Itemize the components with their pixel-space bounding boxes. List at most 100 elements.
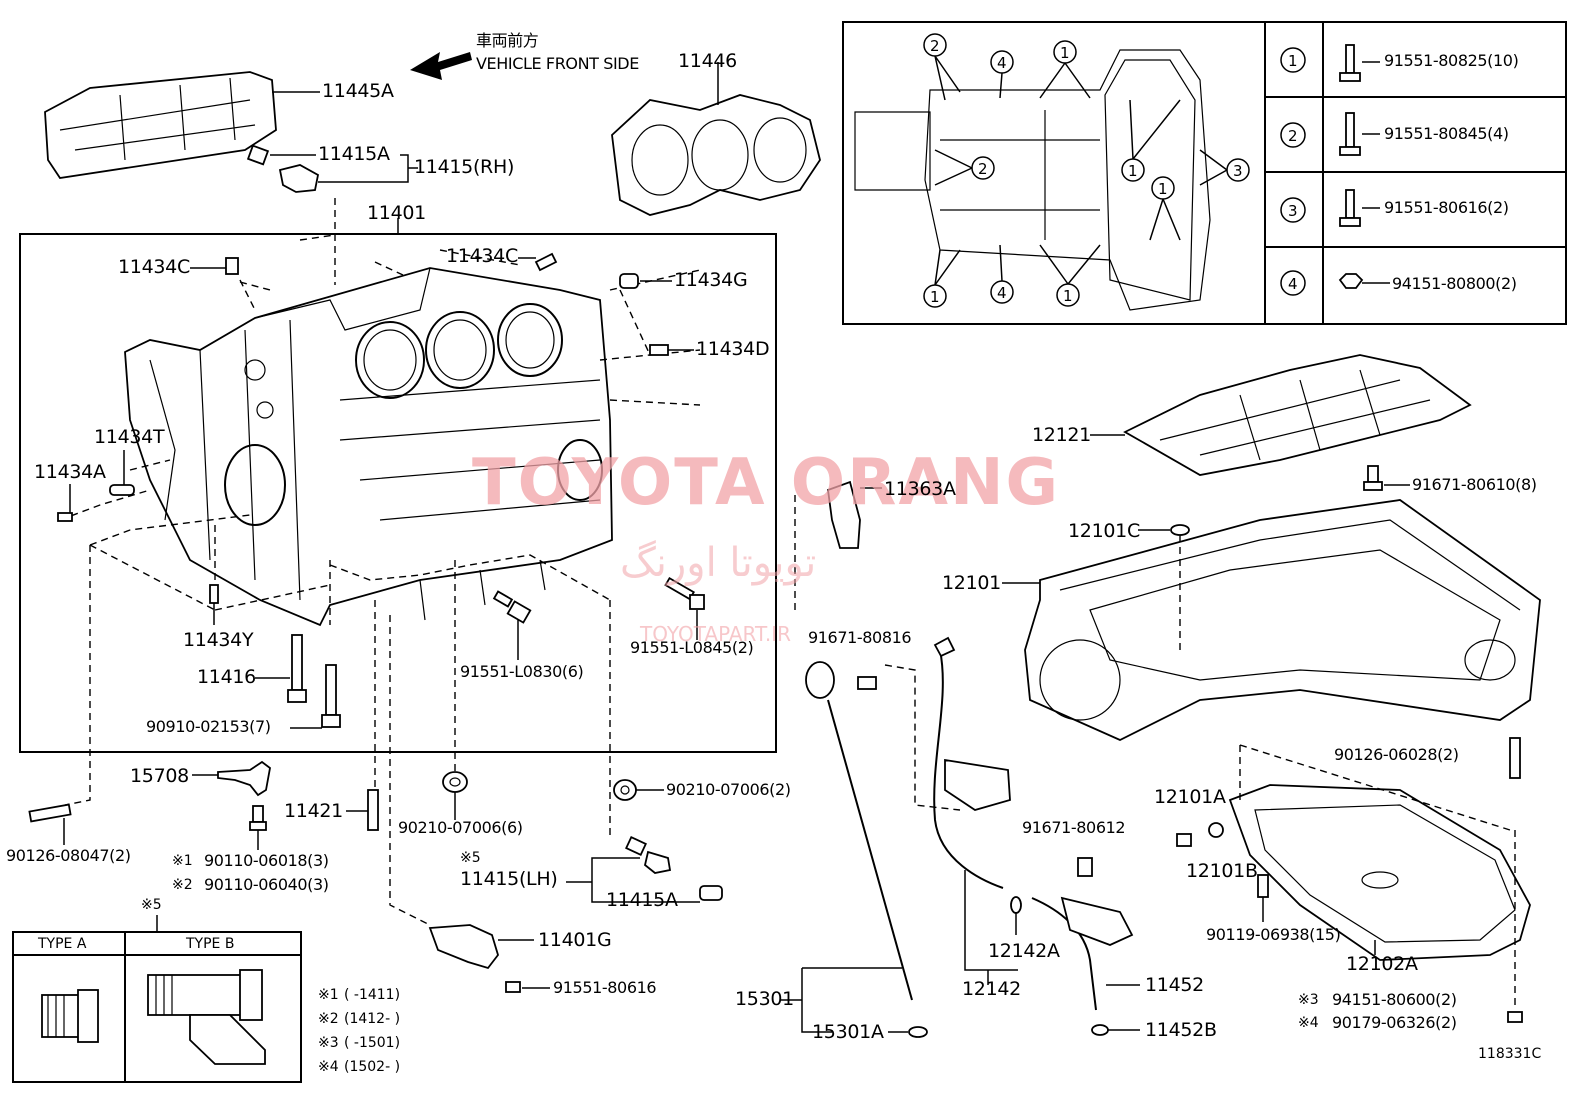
part-label-11434T[interactable]: 11434T	[94, 426, 165, 448]
fitting-11415A-top	[246, 144, 320, 193]
pipe-11452	[1031, 896, 1134, 1011]
part-label-90119[interactable]: 90119-06938(15)	[1206, 925, 1341, 944]
part-label-11434A[interactable]: 11434A	[34, 461, 106, 483]
note-mark-1: ※1	[172, 853, 193, 869]
washer-12101B	[1208, 822, 1224, 838]
bolt-11416	[287, 634, 307, 703]
part-label-11434C-right[interactable]: 11434C	[446, 245, 518, 267]
part-label-11401G[interactable]: 11401G	[538, 929, 612, 951]
date-note-4-mark: ※4	[318, 1059, 339, 1075]
inset-callout-3: 3	[1233, 162, 1243, 180]
part-label-91551-L0845[interactable]: 91551-L0845(2)	[630, 638, 754, 657]
part-label-12101B[interactable]: 12101B	[1186, 860, 1258, 882]
part-label-11401[interactable]: 11401	[367, 202, 426, 224]
part-label-90210-2[interactable]: 90210-07006(2)	[666, 780, 791, 799]
inset-callout-1c: 1	[1158, 180, 1168, 198]
bolt-91671-80612	[1077, 857, 1093, 877]
ring-11452B	[1091, 1024, 1109, 1036]
part-label-15301[interactable]: 15301	[735, 988, 794, 1010]
part-label-12102A[interactable]: 12102A	[1346, 953, 1418, 975]
part-label-11416[interactable]: 11416	[197, 666, 256, 688]
bolt-table-part-1[interactable]: 91551-80825(10)	[1384, 51, 1519, 70]
bolt-icon-91551-80845	[1339, 112, 1361, 156]
note-mark-5-box: ※5	[141, 897, 162, 913]
gasket-12101C	[1170, 524, 1190, 536]
part-label-12101[interactable]: 12101	[942, 572, 1001, 594]
pin-11434C-left	[225, 257, 239, 275]
part-label-91551-L0830[interactable]: 91551-L0830(6)	[460, 662, 584, 681]
type-a-label: TYPE A	[38, 936, 87, 952]
inset-pan-outline	[854, 49, 1211, 311]
part-label-90126-08047[interactable]: 90126-08047(2)	[6, 846, 131, 865]
part-label-11434D[interactable]: 11434D	[696, 338, 770, 360]
bolt-table-key-1: 1	[1288, 52, 1298, 70]
part-label-11415LH[interactable]: 11415(LH)	[460, 868, 558, 890]
part-label-12101A[interactable]: 12101A	[1154, 786, 1226, 808]
part-label-90210-6[interactable]: 90210-07006(6)	[398, 818, 523, 837]
baffle-12121	[1123, 354, 1472, 476]
date-note-2-text: (1412- )	[344, 1011, 401, 1027]
part-label-12101C[interactable]: 12101C	[1068, 520, 1140, 542]
bolt-90119	[1257, 874, 1269, 898]
part-label-12121[interactable]: 12121	[1032, 424, 1091, 446]
bolt-table-part-2[interactable]: 91551-80845(4)	[1384, 124, 1509, 143]
part-label-91551-80616[interactable]: 91551-80616	[553, 978, 657, 997]
part-label-90110-06040[interactable]: 90110-06040(3)	[204, 875, 329, 894]
leader-lines	[69, 62, 719, 729]
type-b-plug-icon	[147, 969, 266, 1065]
guide-12142	[933, 636, 1011, 889]
bolt-table-part-4[interactable]: 94151-80800(2)	[1392, 274, 1517, 293]
part-label-11434G[interactable]: 11434G	[674, 269, 748, 291]
stud-11421	[367, 789, 379, 831]
part-label-15301A[interactable]: 15301A	[812, 1021, 884, 1043]
part-label-11415A-low[interactable]: 11415A	[606, 889, 678, 911]
part-label-11415RH[interactable]: 11415(RH)	[414, 156, 515, 178]
stud-90126-06028	[1509, 737, 1521, 779]
part-label-90179[interactable]: 90179-06326(2)	[1332, 1013, 1457, 1032]
part-label-90910[interactable]: 90910-02153(7)	[146, 717, 271, 736]
part-label-91671-80612[interactable]: 91671-80612	[1022, 818, 1126, 837]
part-label-12142A[interactable]: 12142A	[988, 940, 1060, 962]
part-label-11363A[interactable]: 11363A	[884, 478, 956, 500]
part-label-91671-80816[interactable]: 91671-80816	[808, 628, 912, 647]
gasket-90210-right	[613, 779, 637, 801]
stud-90126-08047	[28, 803, 72, 823]
inset-callout-1d: 1	[930, 288, 940, 306]
bolt-table-part-3[interactable]: 91551-80616(2)	[1384, 198, 1509, 217]
part-label-12142[interactable]: 12142	[962, 978, 1021, 1000]
inset-callout-1e: 1	[1063, 287, 1073, 305]
plug-11415A-low	[699, 885, 723, 901]
date-note-3-mark: ※3	[318, 1035, 339, 1051]
inset-callout-4a: 4	[997, 54, 1007, 72]
inset-callout-1b: 1	[1128, 162, 1138, 180]
part-label-15708[interactable]: 15708	[130, 765, 189, 787]
bolt-91551-L0845	[664, 576, 705, 610]
part-label-11421[interactable]: 11421	[284, 800, 343, 822]
part-label-11415A-top[interactable]: 11415A	[318, 143, 390, 165]
part-label-11434Y[interactable]: 11434Y	[183, 629, 254, 651]
oil-pan-no2-12102A	[1228, 784, 1531, 961]
part-label-91671-80610[interactable]: 91671-80610(8)	[1412, 475, 1537, 494]
part-label-11446[interactable]: 11446	[678, 50, 737, 72]
front-label-en: VEHICLE FRONT SIDE	[476, 54, 639, 73]
type-b-label: TYPE B	[186, 936, 235, 952]
part-label-11452B[interactable]: 11452B	[1145, 1019, 1217, 1041]
date-note-4-text: (1502- )	[344, 1059, 401, 1075]
pin-11434D	[649, 344, 669, 356]
part-label-90126-06028[interactable]: 90126-06028(2)	[1334, 745, 1459, 764]
gauge-15301	[805, 661, 913, 1001]
part-label-90110-06018[interactable]: 90110-06018(3)	[204, 851, 329, 870]
part-label-11445A[interactable]: 11445A	[322, 80, 394, 102]
part-label-11452[interactable]: 11452	[1145, 974, 1204, 996]
pin-11434A	[57, 512, 73, 522]
date-note-1-text: ( -1411)	[344, 987, 401, 1003]
part-label-94151-80600[interactable]: 94151-80600(2)	[1332, 990, 1457, 1009]
note-mark-2: ※2	[172, 877, 193, 893]
bolt-91671-80610	[1363, 465, 1383, 491]
inset-callout-4b: 4	[997, 284, 1007, 302]
part-label-11434C-left[interactable]: 11434C	[118, 256, 190, 278]
ring-15301A	[908, 1026, 928, 1038]
inset-callout-2a: 2	[930, 37, 940, 55]
note-mark-3: ※3	[1298, 992, 1319, 1008]
